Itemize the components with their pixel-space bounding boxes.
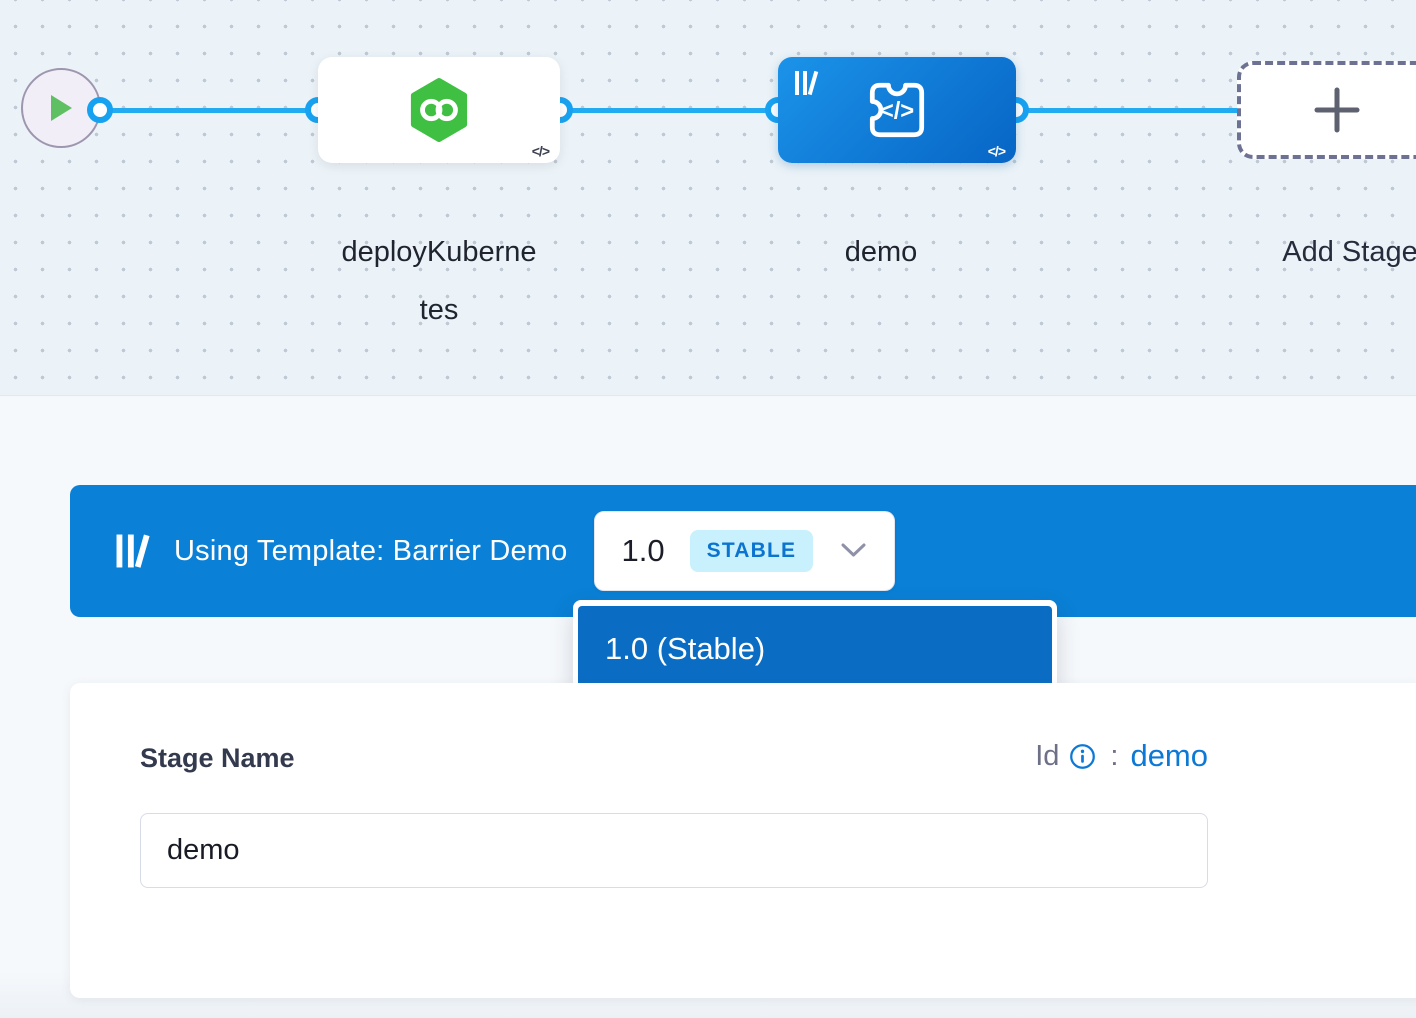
stage-node-demo[interactable]: </> </>: [778, 57, 1016, 163]
custom-stage-icon: </>: [869, 82, 925, 138]
id-label: Id: [1035, 739, 1060, 772]
stage-label-deploykubernetes[interactable]: deployKubernetes: [341, 236, 537, 326]
deployment-stage-icon: [410, 78, 468, 142]
stage-label-demo[interactable]: demo: [844, 236, 918, 268]
play-icon: [51, 95, 72, 121]
stage-detail-section: Using Template: Barrier Demo 1.0 STABLE …: [0, 397, 1416, 1018]
id-separator: :: [1110, 739, 1119, 772]
version-number: 1.0: [621, 533, 665, 568]
edge-deploy-to-demo: [554, 108, 772, 113]
info-icon[interactable]: [1069, 743, 1096, 770]
template-banner-label: Using Template: Barrier Demo: [174, 534, 568, 567]
template-banner: Using Template: Barrier Demo 1.0 STABLE: [70, 485, 1416, 617]
pipeline-canvas[interactable]: </> </> </> deployKubernetes demo Add St: [0, 0, 1416, 396]
plus-icon: [1314, 87, 1360, 133]
template-library-icon: [116, 534, 150, 568]
add-stage-button[interactable]: [1237, 61, 1416, 159]
yaml-code-icon[interactable]: </>: [987, 143, 1006, 159]
stage-node-deploykubernetes[interactable]: </>: [318, 57, 560, 163]
template-version-selector[interactable]: 1.0 STABLE: [593, 511, 896, 591]
version-dropdown-menu: 1.0 (Stable): [573, 600, 1057, 697]
version-dropdown-option[interactable]: 1.0 (Stable): [578, 606, 1052, 691]
edge-demo-to-add: [1010, 108, 1242, 113]
chevron-down-icon: [841, 543, 866, 557]
template-library-icon: [795, 70, 819, 96]
add-stage-label[interactable]: Add Stage: [1282, 236, 1416, 268]
svg-text:</>: </>: [880, 98, 914, 125]
yaml-code-icon[interactable]: </>: [531, 143, 550, 159]
stage-name-label: Stage Name: [140, 743, 295, 773]
stage-id-value: demo: [1130, 738, 1208, 773]
connector-port[interactable]: [87, 97, 113, 123]
stage-overview-card: Stage Name Id : demo: [70, 683, 1416, 998]
stage-name-input[interactable]: [140, 813, 1208, 888]
edge-start-to-deploy: [96, 108, 324, 113]
stage-id-group: Id : demo: [1035, 738, 1208, 774]
stable-tag: STABLE: [689, 530, 814, 572]
